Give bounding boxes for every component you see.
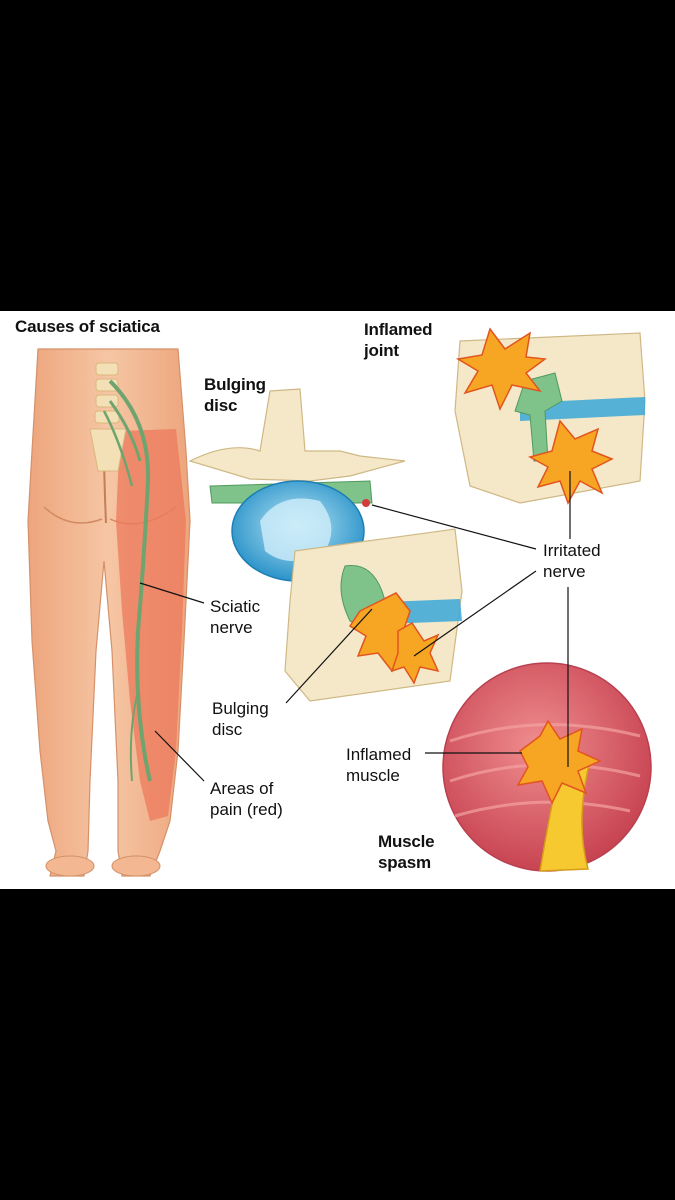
vertebra-side-view <box>284 528 463 702</box>
sciatica-illustration: Causes of sciatica Inflamed joint Bulgin… <box>0 311 675 889</box>
sciatic-nerve-path <box>108 379 152 782</box>
joint-flare <box>455 327 548 411</box>
muscle-spasm-view <box>442 662 652 872</box>
anatomy-drawing <box>27 327 652 877</box>
figure-title: Causes of sciatica <box>15 317 160 336</box>
label-inflamed-joint: Inflamed joint <box>364 320 433 360</box>
leader-lines <box>139 471 571 782</box>
label-bulging-disc-top: Bulging disc <box>204 375 266 415</box>
vertebra-joint-view <box>454 327 646 505</box>
label-bulging-disc-bottom: Bulging disc <box>212 699 269 739</box>
label-areas-of-pain: Areas of pain (red) <box>210 779 283 819</box>
pain-area <box>116 429 186 821</box>
body-figure <box>27 348 191 877</box>
label-irritated-nerve: Irritated nerve <box>543 541 601 581</box>
label-muscle-spasm: Muscle spasm <box>378 832 435 872</box>
label-sciatic-nerve: Sciatic nerve <box>210 597 261 637</box>
label-inflamed-muscle: Inflamed muscle <box>346 745 412 785</box>
